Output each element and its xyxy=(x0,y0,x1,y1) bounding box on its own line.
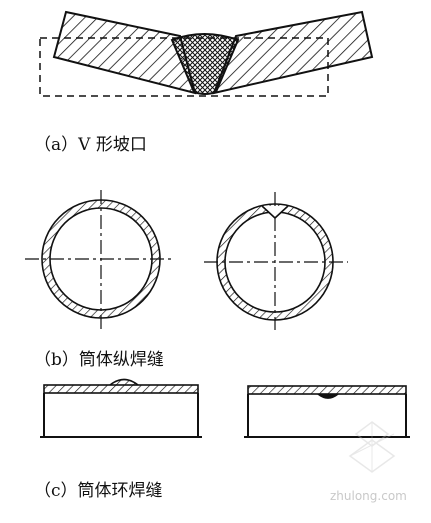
caption-v-groove: （a）V 形坡口 xyxy=(34,135,147,155)
seam-notch xyxy=(261,205,289,220)
longitudinal-seam-left xyxy=(25,190,175,330)
watermark-logo xyxy=(348,421,396,473)
right-plate xyxy=(212,10,374,95)
caption-circumferential-seam: （c）筒体环焊缝 xyxy=(34,481,163,501)
circumferential-seam-left xyxy=(40,378,202,438)
weld-bead xyxy=(170,33,240,95)
left-plate xyxy=(52,10,197,95)
shell-ring xyxy=(42,200,160,318)
circumferential-seam-right xyxy=(244,385,410,438)
caption-longitudinal-seam: （b）筒体纵焊缝 xyxy=(34,350,164,370)
longitudinal-seam-right xyxy=(204,192,348,330)
v-groove-figure xyxy=(39,10,374,97)
watermark-text: zhulong.com xyxy=(330,489,407,503)
